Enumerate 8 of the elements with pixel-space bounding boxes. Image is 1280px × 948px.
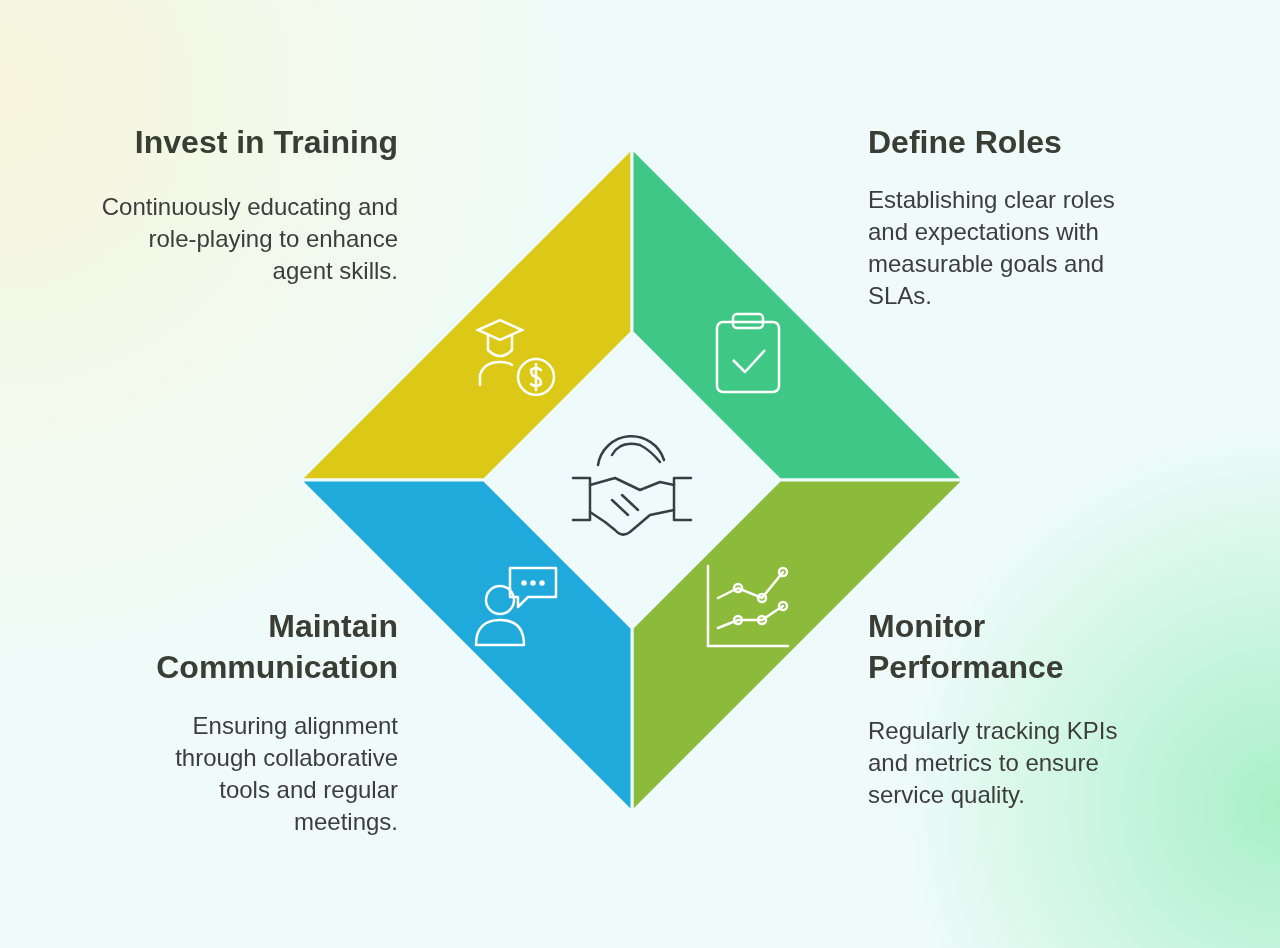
heading: Maintain Communication — [155, 607, 398, 687]
description: Continuously educating and role-playing to enhance agent skills. — [100, 192, 398, 286]
description: Establishing clear roles and expectations with measurable goals and SLAs. — [868, 185, 1116, 311]
heading: Invest in Training — [133, 123, 398, 162]
heading: Monitor Performance — [868, 607, 1065, 687]
heading: Define Roles — [868, 123, 1063, 162]
description: Ensuring alignment through collaborative tools and regular meetings. — [174, 711, 398, 837]
description: Regularly tracking KPIs and metrics to ensure service quality. — [868, 716, 1119, 810]
